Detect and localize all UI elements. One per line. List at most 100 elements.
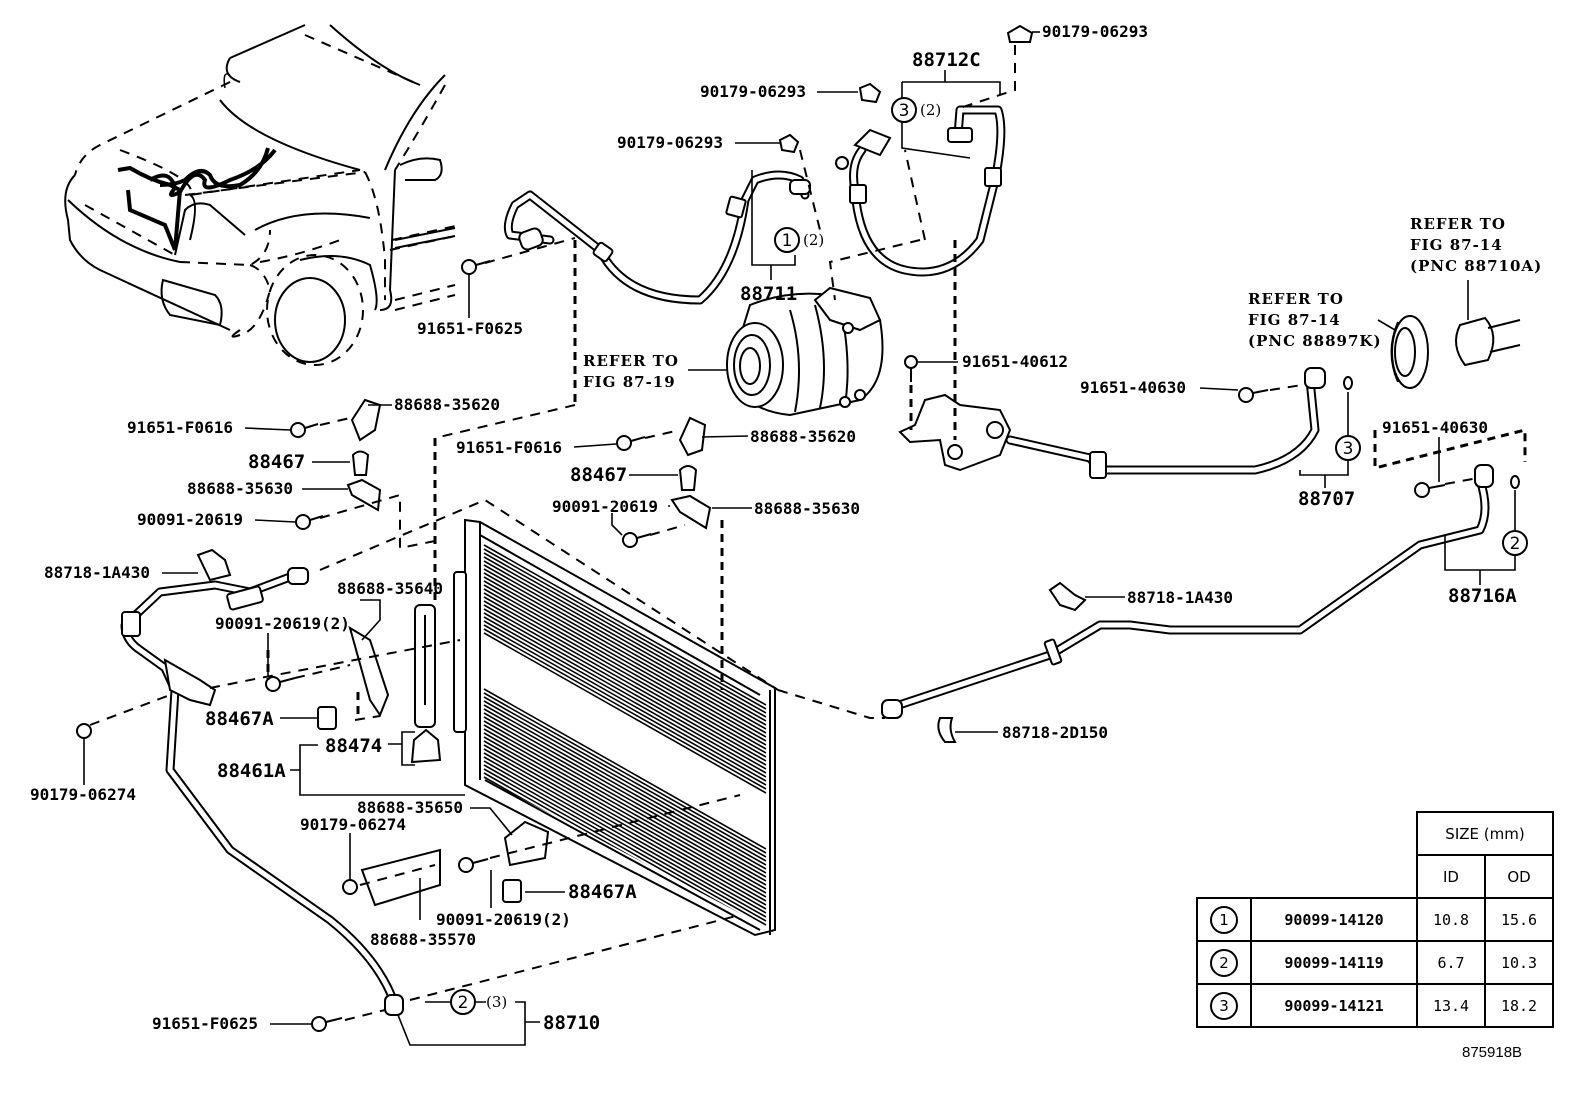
condenser-fin-line <box>483 708 767 870</box>
label-91651-f0616-mid[interactable]: 91651-F0616 <box>456 438 562 457</box>
condenser-fin-line <box>483 688 767 850</box>
table-header-row-1: SIZE (mm) <box>1197 811 1554 856</box>
label-88688-35650[interactable]: 88688-35650 <box>357 798 463 817</box>
pipe-88716a <box>881 464 1520 743</box>
ref-circle: 2 <box>1210 948 1238 977</box>
label-90179-06274-lower[interactable]: 90179-06274 <box>300 815 406 834</box>
label-90179-06293-a[interactable]: 90179-06293 <box>1042 22 1148 41</box>
part-number-cell[interactable]: 90099-14120 <box>1250 897 1418 942</box>
table-row: 1 90099-14120 10.8 15.6 <box>1196 897 1554 942</box>
label-88688-35640[interactable]: 88688-35640 <box>337 579 443 598</box>
label-88718-1a430-left[interactable]: 88718-1A430 <box>44 563 150 582</box>
callout-circle-2-bottom: 2 <box>450 989 476 1015</box>
label-88688-35630-left[interactable]: 88688-35630 <box>187 479 293 498</box>
condenser-fin-line <box>483 548 767 710</box>
refer-pulley-line2[interactable]: FIG 87-14 <box>1248 311 1341 329</box>
refer-pulley-line3: (PNC 88897K) <box>1248 332 1382 350</box>
figure-id: 875918B <box>1462 1044 1522 1061</box>
label-91651-40630-b[interactable]: 91651-40630 <box>1382 418 1488 437</box>
part-number-cell[interactable]: 90099-14121 <box>1250 983 1418 1028</box>
condenser-fin-line <box>483 764 767 926</box>
suction-hose-88711 <box>503 170 811 305</box>
part-labels: 90179-06293 88712C 90179-06293 90179-062… <box>30 22 1541 1061</box>
label-88467a-lower[interactable]: 88467A <box>568 881 637 903</box>
o-ring-size-table: SIZE (mm) ID OD 1 90099-14120 10.8 15.6 … <box>1196 811 1554 1028</box>
bolt-icon <box>76 259 1446 1032</box>
condenser-fin-line <box>483 588 767 750</box>
id-cell: 13.4 <box>1416 983 1486 1028</box>
label-90179-06293-c[interactable]: 90179-06293 <box>617 133 723 152</box>
label-90091-20619-mid[interactable]: 90091-20619 <box>552 497 658 516</box>
condenser-fin-line <box>483 732 767 894</box>
condenser-fin-line <box>483 740 767 902</box>
od-cell: 15.6 <box>1484 897 1554 942</box>
label-90179-06274-left[interactable]: 90179-06274 <box>30 785 136 804</box>
label-88711[interactable]: 88711 <box>740 283 797 305</box>
condenser-fin-line <box>483 744 767 906</box>
callout-circle-2-right: 2 <box>1502 530 1528 556</box>
condenser-fin-line <box>483 576 767 738</box>
label-91651-f0625-bottom[interactable]: 91651-F0625 <box>152 1014 258 1033</box>
condenser-fin-line <box>483 544 767 706</box>
label-91651-f0616-left[interactable]: 91651-F0616 <box>127 418 233 437</box>
label-88718-1a430-right[interactable]: 88718-1A430 <box>1127 588 1233 607</box>
label-91651-40612[interactable]: 91651-40612 <box>962 352 1068 371</box>
magnetic-clutch <box>1390 315 1521 389</box>
label-88688-35570[interactable]: 88688-35570 <box>370 930 476 949</box>
refer-clutch-line2[interactable]: FIG 87-14 <box>1410 236 1503 254</box>
callout-circle-3-right: 3 <box>1335 435 1361 461</box>
header-size: SIZE (mm) <box>1416 811 1554 856</box>
condenser-fin-line <box>483 704 767 866</box>
label-88467a-upper[interactable]: 88467A <box>205 708 274 730</box>
table-row: 2 90099-14119 6.7 10.3 <box>1196 940 1554 985</box>
compressor <box>726 286 884 417</box>
refer-clutch-line1: REFER TO <box>1410 215 1506 233</box>
label-88467-left[interactable]: 88467 <box>248 451 305 473</box>
label-88474[interactable]: 88474 <box>325 735 382 757</box>
label-90091-20619-2-upper[interactable]: 90091-20619(2) <box>215 614 350 633</box>
svg-text:1: 1 <box>782 231 793 251</box>
label-88461a[interactable]: 88461A <box>217 760 286 782</box>
label-88710[interactable]: 88710 <box>543 1012 600 1034</box>
condenser-fin-line <box>483 556 767 718</box>
label-88707[interactable]: 88707 <box>1298 488 1355 510</box>
label-88716a[interactable]: 88716A <box>1448 585 1517 607</box>
condenser-fin-line <box>483 756 767 918</box>
condenser-fin-line <box>483 712 767 874</box>
vehicle-illustration <box>64 24 461 366</box>
label-88467-mid[interactable]: 88467 <box>570 464 627 486</box>
pipe-88707 <box>898 367 1353 479</box>
part-number-cell[interactable]: 90099-14119 <box>1250 940 1418 985</box>
label-88688-35620-mid[interactable]: 88688-35620 <box>750 427 856 446</box>
callout-circle-3-top: 3 <box>891 97 917 123</box>
condenser-fin-line <box>483 564 767 726</box>
label-88688-35630-mid[interactable]: 88688-35630 <box>754 499 860 518</box>
condenser-fin-line <box>483 608 767 770</box>
svg-text:2: 2 <box>1510 534 1521 554</box>
ref-circle: 3 <box>1210 991 1238 1020</box>
condenser-fin-line <box>483 632 767 794</box>
refer-compressor-line2[interactable]: FIG 87-19 <box>583 373 676 391</box>
condenser-fin-line <box>483 572 767 734</box>
id-cell: 10.8 <box>1416 897 1486 942</box>
refer-pulley-line1: REFER TO <box>1248 290 1344 308</box>
condenser-fin-line <box>483 568 767 730</box>
label-88688-35620-left[interactable]: 88688-35620 <box>394 395 500 414</box>
condenser-fin-line <box>483 760 767 922</box>
condenser-fin-line <box>483 600 767 762</box>
refer-compressor-line1: REFER TO <box>583 352 679 370</box>
label-90179-06293-b[interactable]: 90179-06293 <box>700 82 806 101</box>
svg-text:2: 2 <box>458 993 469 1013</box>
label-91651-f0625-top[interactable]: 91651-F0625 <box>417 319 523 338</box>
nut-icon <box>778 24 1034 154</box>
condenser-fin-line <box>483 736 767 898</box>
label-90091-20619-left[interactable]: 90091-20619 <box>137 510 243 529</box>
label-90091-20619-2-lower[interactable]: 90091-20619(2) <box>436 910 571 929</box>
qty-88712c: (2) <box>920 101 941 119</box>
condenser-fin-line <box>483 584 767 746</box>
label-91651-40630-a[interactable]: 91651-40630 <box>1080 378 1186 397</box>
qty-88710: (3) <box>486 993 507 1011</box>
label-88718-2d150[interactable]: 88718-2D150 <box>1002 723 1108 742</box>
label-88712c[interactable]: 88712C <box>912 49 981 71</box>
